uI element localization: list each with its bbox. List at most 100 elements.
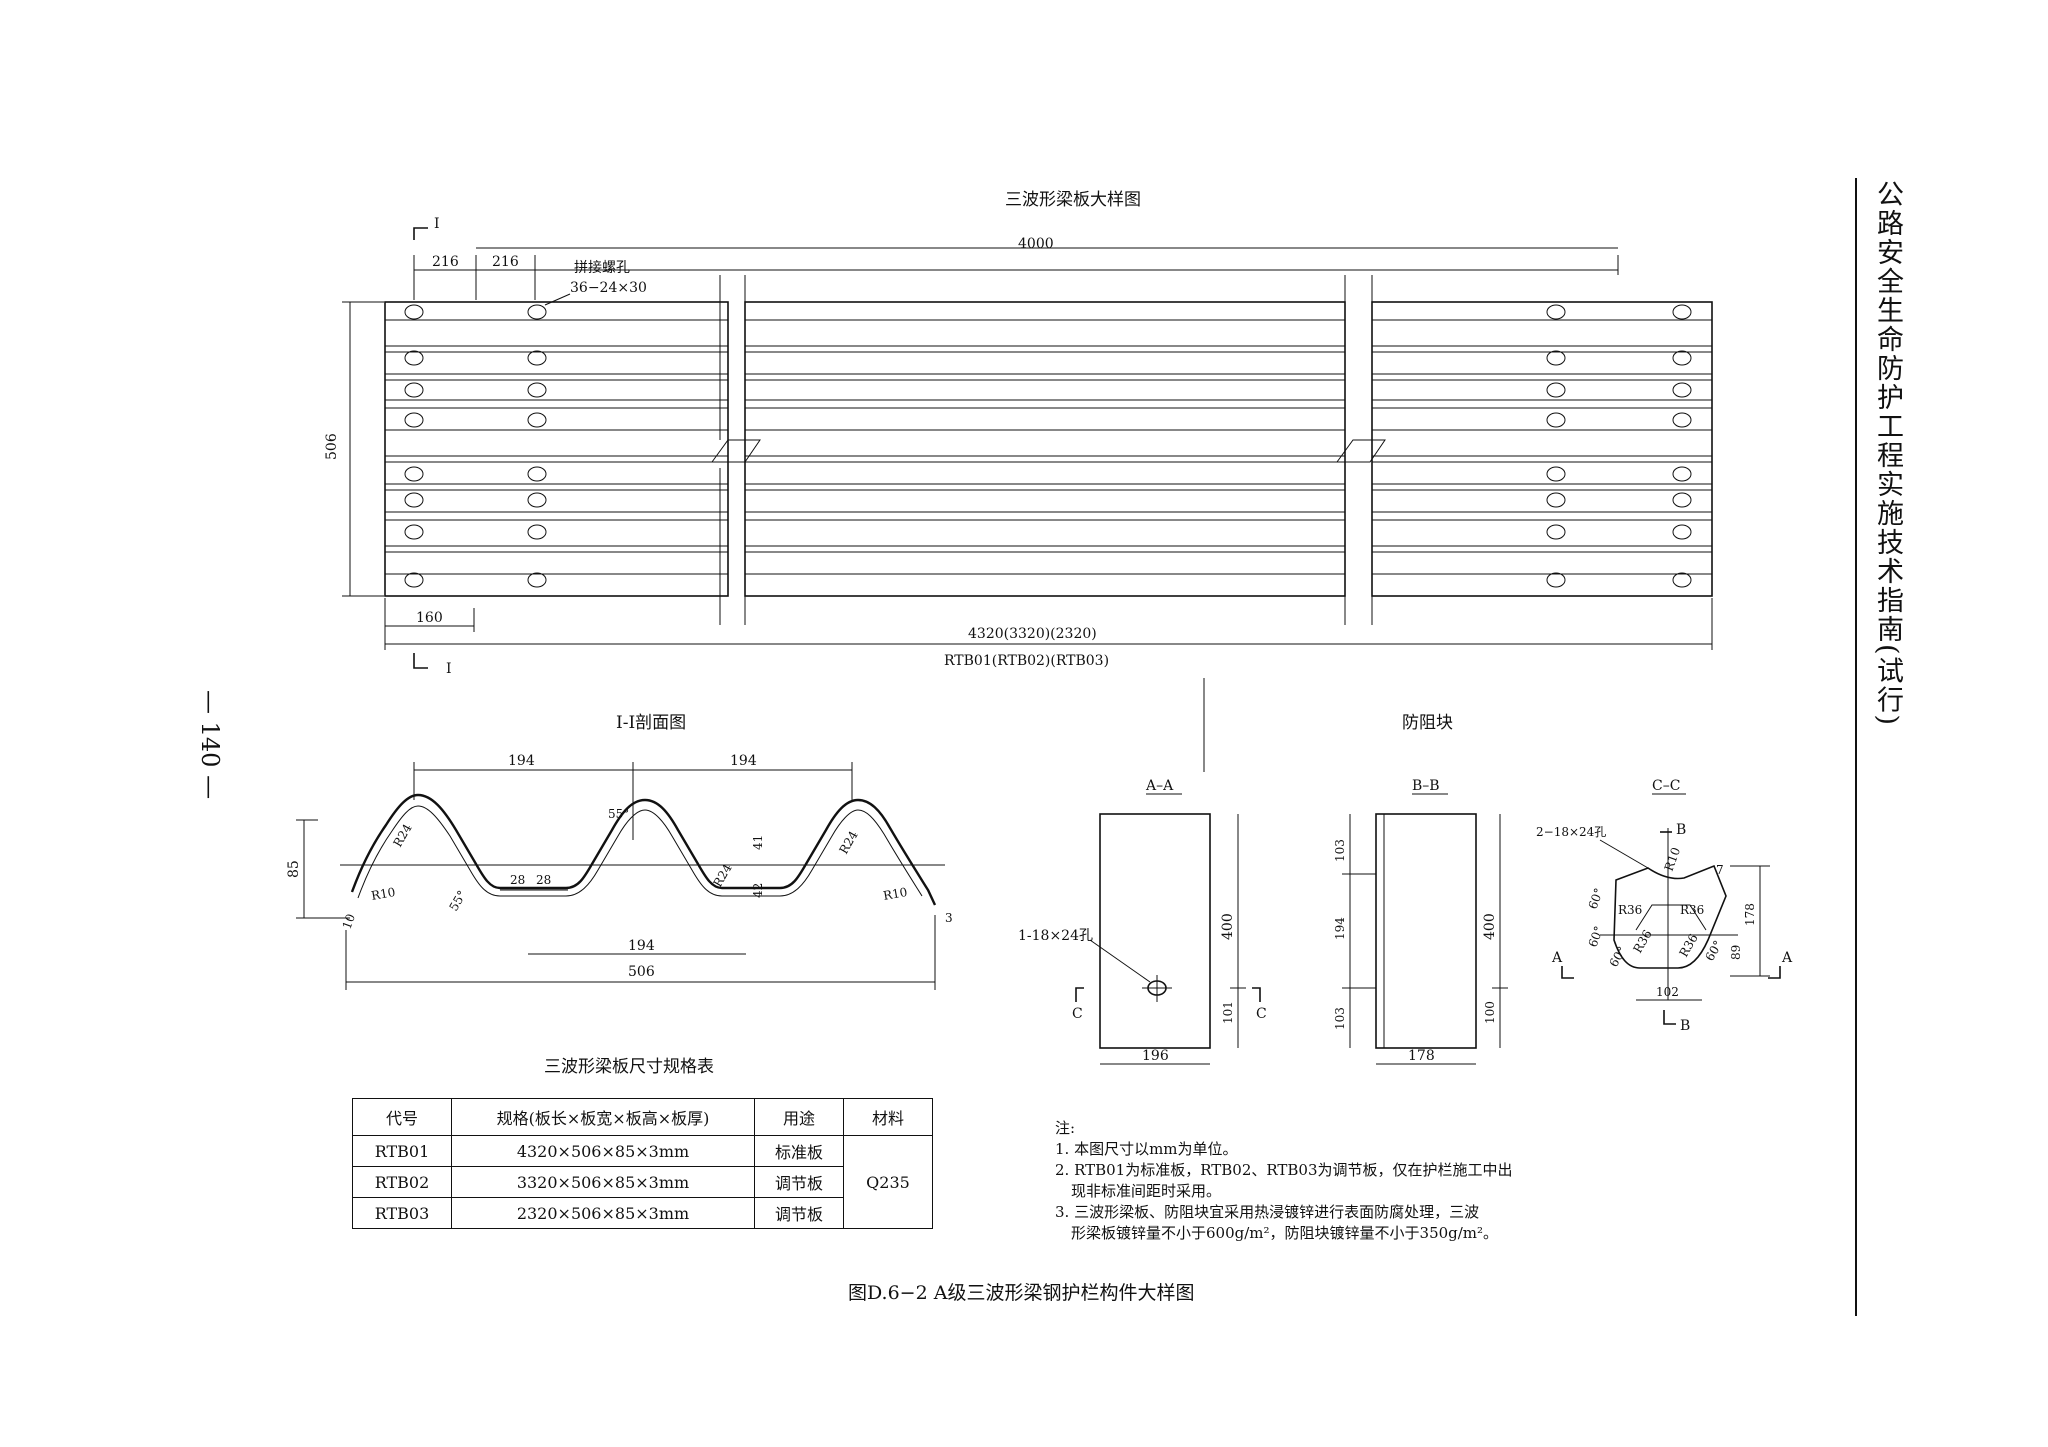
cell-code: RTB03	[352, 1197, 452, 1229]
panel-segment-right	[1371, 301, 1713, 597]
plan-title: 三波形梁板大样图	[1005, 190, 1141, 210]
bb-dim-400: 400	[1482, 913, 1498, 940]
panel-segment-left	[384, 301, 729, 597]
table-row: RTB03 2320×506×85×3mm 调节板	[352, 1197, 933, 1229]
dim-4000: 4000	[1018, 236, 1054, 252]
aa-cut-left	[1075, 987, 1084, 1002]
panel-segment-middle	[744, 301, 1346, 597]
wave-profile	[350, 793, 937, 906]
bb-dim-103-bottom: 103	[1333, 1007, 1347, 1030]
angle-55-top: 55°	[608, 807, 629, 821]
cell-spec: 3320×506×85×3mm	[451, 1166, 755, 1198]
cell-use: 标准板	[754, 1135, 844, 1167]
section-mark-top-label: I	[434, 216, 440, 232]
dim-194-bottom: 194	[628, 938, 655, 954]
dim-28-b: 28	[536, 873, 551, 887]
side-rule	[1855, 178, 1857, 1316]
cc-r36-a: R36	[1618, 903, 1642, 917]
note-3a: 3. 三波形梁板、防阻块宜采用热浸镀锌进行表面防腐处理，三波	[1055, 1203, 1480, 1221]
table-row: RTB02 3320×506×85×3mm 调节板	[352, 1166, 933, 1198]
cc-angle-60-a: 60°	[1586, 886, 1606, 911]
cc-cut-a-right	[1768, 966, 1781, 979]
r10-right: R10	[882, 885, 908, 903]
dim-3: 3	[945, 911, 953, 925]
cc-mark-a-right: A	[1781, 950, 1793, 966]
notes: 注: 1. 本图尺寸以mm为单位。 2. RTB01为标准板，RTB02、RTB…	[1055, 1118, 1615, 1244]
r24-c: R24	[836, 828, 860, 856]
section-mark-bottom	[413, 653, 428, 669]
page-number: — 140 —	[196, 690, 224, 800]
panel-codes: RTB01(RTB02)(RTB03)	[944, 653, 1109, 669]
note-2b: 现非标准间距时采用。	[1071, 1182, 1222, 1200]
cc-cut-b-bottom	[1663, 1010, 1676, 1025]
corrugation-lines	[385, 319, 1712, 575]
dim-41: 41	[751, 835, 765, 850]
cc-outline	[1613, 864, 1727, 969]
break-lines	[711, 275, 1386, 625]
dim-42: 42	[751, 883, 765, 898]
cc-r36-d: R36	[1676, 931, 1700, 959]
cc-dim-7: 7	[1716, 863, 1724, 877]
cc-dim-102: 102	[1656, 985, 1679, 999]
cross-section: I-I剖面图 194 194 85 R24 55° R24 R24 R10 R1…	[286, 713, 953, 990]
dim-85: 85	[286, 860, 302, 878]
aa-cut-right	[1252, 987, 1261, 1002]
dim-160: 160	[416, 610, 443, 626]
cell-code: RTB01	[352, 1135, 452, 1167]
dim-total: 4320(3320)(2320)	[968, 626, 1097, 642]
note-2a: 2. RTB01为标准板，RTB02、RTB03为调节板，仅在护栏施工中出	[1055, 1161, 1513, 1179]
cc-dim-89: 89	[1729, 945, 1743, 960]
blockout-views: 防阻块 A–A 1-18×24孔 400 101 C C 196 B–B 103…	[1018, 678, 1793, 1065]
col-use: 用途	[754, 1098, 844, 1136]
aa-dim-400: 400	[1220, 913, 1236, 940]
cc-mark-a-left: A	[1551, 950, 1563, 966]
aa-hole-leader	[1089, 939, 1151, 983]
hole-leader	[544, 293, 571, 306]
cc-r10: R10	[1662, 845, 1683, 873]
hole-label: 拼接螺孔	[574, 259, 630, 276]
bb-dim-178: 178	[1408, 1048, 1435, 1064]
cc-dim-178: 178	[1743, 903, 1757, 926]
aa-mark-c-right: C	[1256, 1006, 1267, 1022]
wave-profile-inner	[357, 805, 923, 899]
spec-table-title: 三波形梁板尺寸规格表	[544, 1057, 714, 1077]
section-mark-top	[413, 227, 428, 240]
cc-hole-label: 2−18×24孔	[1536, 825, 1606, 839]
cc-angle-60-c: 60°	[1606, 944, 1629, 969]
cell-code: RTB02	[352, 1166, 452, 1198]
angle-55-bottom: 55°	[446, 888, 469, 913]
dim-194-left: 194	[508, 753, 535, 769]
aa-dim-101: 101	[1221, 1001, 1235, 1024]
col-spec: 规格(板长×板宽×板高×板厚)	[451, 1098, 755, 1136]
col-code: 代号	[352, 1098, 452, 1136]
note-3b: 形梁板镀锌量不小于600g/m²，防阻块镀锌量不小于350g/m²。	[1071, 1224, 1499, 1242]
r10-left: R10	[370, 885, 396, 903]
cc-r36-c: R36	[1630, 927, 1654, 955]
cc-title: C–C	[1652, 778, 1680, 794]
cell-spec: 4320×506×85×3mm	[451, 1135, 755, 1167]
bb-dim-103-top: 103	[1333, 839, 1347, 862]
table-row: RTB01 4320×506×85×3mm 标准板 Q235	[352, 1135, 933, 1229]
bolt-holes	[404, 304, 1692, 588]
spec-table: 代号 规格(板长×板宽×板高×板厚) 用途 材料 RTB01 4320×506×…	[352, 1098, 933, 1229]
dim-216-b: 216	[492, 254, 519, 270]
dim-506-plan: 506	[324, 433, 340, 460]
cc-inner-web	[1635, 904, 1707, 931]
cell-use: 调节板	[754, 1197, 844, 1229]
table-header-row: 代号 规格(板长×板宽×板高×板厚) 用途 材料	[352, 1098, 933, 1136]
note-1: 1. 本图尺寸以mm为单位。	[1055, 1140, 1238, 1158]
cell-spec: 2320×506×85×3mm	[451, 1197, 755, 1229]
block-title: 防阻块	[1402, 713, 1453, 733]
hole-spec: 36−24×30	[570, 280, 647, 296]
cc-hole-leader	[1599, 839, 1649, 869]
cc-mark-b-bottom: B	[1680, 1018, 1690, 1034]
figure-caption: 图D.6−2 A级三波形梁钢护栏构件大样图	[848, 1282, 1195, 1304]
aa-dim-196: 196	[1142, 1048, 1169, 1064]
r24-a: R24	[390, 821, 414, 849]
dim-506-section: 506	[628, 964, 655, 980]
col-material: 材料	[843, 1098, 933, 1136]
plan-view: 三波形梁板大样图 I I 216 216 4000 拼接螺孔 36−24×30 …	[324, 190, 1713, 677]
dim-216-a: 216	[432, 254, 459, 270]
dim-10: 10	[340, 912, 358, 931]
